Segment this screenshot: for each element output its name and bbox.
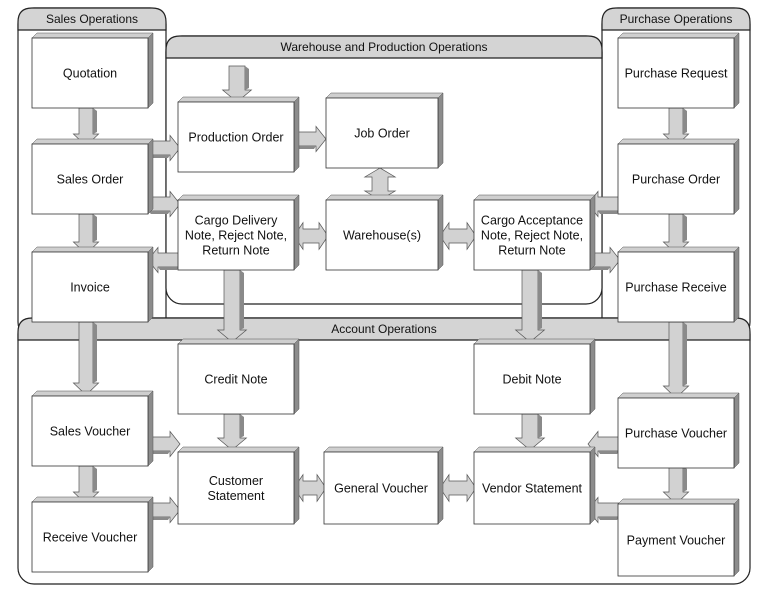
arrow-cargo-delivery-to-credit-note — [216, 269, 248, 343]
box-label-credit-note: Credit Note — [204, 373, 267, 387]
box-label-purchase-voucher: Purchase Voucher — [625, 427, 727, 441]
box-label-cargo-acceptance: Return Note — [498, 244, 565, 258]
box-label-payment-voucher: Payment Voucher — [627, 534, 726, 548]
box-label-cargo-delivery: Return Note — [202, 244, 269, 258]
arrow-purchase-order-to-cargo-acceptance — [587, 190, 621, 218]
box-purchase-receive: Purchase Receive — [617, 246, 740, 323]
box-label-receive-voucher: Receive Voucher — [43, 531, 138, 545]
arrow-sales-voucher-to-receive-voucher — [72, 465, 100, 505]
panel-title-purchase: Purchase Operations — [620, 12, 733, 26]
box-label-purchase-order: Purchase Order — [632, 173, 720, 187]
box-label-cargo-acceptance: Cargo Acceptance — [481, 214, 583, 228]
arrow-credit-note-to-customer-statement — [216, 413, 248, 451]
arrow-purchase-voucher-to-vendor-statement — [587, 430, 621, 458]
box-label-sales-order: Sales Order — [57, 173, 124, 187]
box-purchase-order: Purchase Order — [617, 138, 740, 215]
arrow-purchase-request-to-purchase-order — [662, 107, 690, 147]
panel-title-account: Account Operations — [331, 322, 436, 336]
arrow-sales-order-to-cargo-delivery — [147, 190, 181, 218]
box-debit-note: Debit Note — [473, 338, 596, 415]
box-label-cargo-delivery: Cargo Delivery — [195, 214, 278, 228]
box-label-cargo-acceptance: Note, Reject Note, — [481, 229, 583, 243]
box-general-voucher: General Voucher — [323, 446, 444, 525]
panel-title-warehouse: Warehouse and Production Operations — [280, 40, 487, 54]
box-label-purchase-receive: Purchase Receive — [625, 281, 726, 295]
box-label-sales-voucher: Sales Voucher — [50, 425, 131, 439]
box-label-invoice: Invoice — [70, 281, 110, 295]
box-vendor-statement: Vendor Statement — [473, 446, 596, 525]
box-credit-note: Credit Note — [177, 338, 300, 415]
box-quotation: Quotation — [31, 32, 154, 109]
box-label-job-order: Job Order — [354, 127, 410, 141]
arrow-purchase-receive-to-purchase-voucher — [662, 321, 690, 399]
panel-title-sales: Sales Operations — [46, 12, 138, 26]
arrow-into-production-order — [221, 65, 253, 103]
arrow-payment-voucher-to-vendor-statement — [587, 496, 621, 524]
arrow-debit-note-to-vendor-statement — [514, 413, 546, 451]
arrow-sales-order-to-invoice — [72, 213, 100, 255]
box-label-debit-note: Debit Note — [502, 373, 561, 387]
box-payment-voucher: Payment Voucher — [617, 498, 740, 577]
box-label-warehouses: Warehouse(s) — [343, 229, 421, 243]
arrow-sales-voucher-to-customer-statement — [147, 430, 181, 458]
box-sales-order: Sales Order — [31, 138, 154, 215]
arrow-cargo-acceptance-to-debit-note — [514, 269, 546, 343]
box-label-customer-statement: Customer — [209, 474, 263, 488]
box-label-quotation: Quotation — [63, 67, 117, 81]
box-label-customer-statement: Statement — [208, 489, 266, 503]
box-sales-voucher: Sales Voucher — [31, 390, 154, 467]
box-job-order: Job Order — [325, 92, 444, 169]
arrow-invoice-to-sales-voucher — [72, 321, 100, 396]
box-label-purchase-request: Purchase Request — [625, 67, 728, 81]
box-label-vendor-statement: Vendor Statement — [482, 482, 583, 496]
box-label-production-order: Production Order — [188, 131, 283, 145]
box-receive-voucher: Receive Voucher — [31, 496, 154, 573]
box-production-order: Production Order — [177, 96, 300, 173]
box-purchase-request: Purchase Request — [617, 32, 740, 109]
arrow-purchase-voucher-to-payment-voucher — [662, 465, 690, 505]
arrow-quotation-to-sales-order — [72, 107, 100, 147]
box-warehouses: Warehouse(s) — [325, 194, 444, 271]
box-label-cargo-delivery: Note, Reject Note, — [185, 229, 287, 243]
arrow-purchase-order-to-purchase-receive — [662, 213, 690, 255]
box-label-general-voucher: General Voucher — [334, 482, 428, 496]
box-purchase-voucher: Purchase Voucher — [617, 392, 740, 469]
box-invoice: Invoice — [31, 246, 154, 323]
